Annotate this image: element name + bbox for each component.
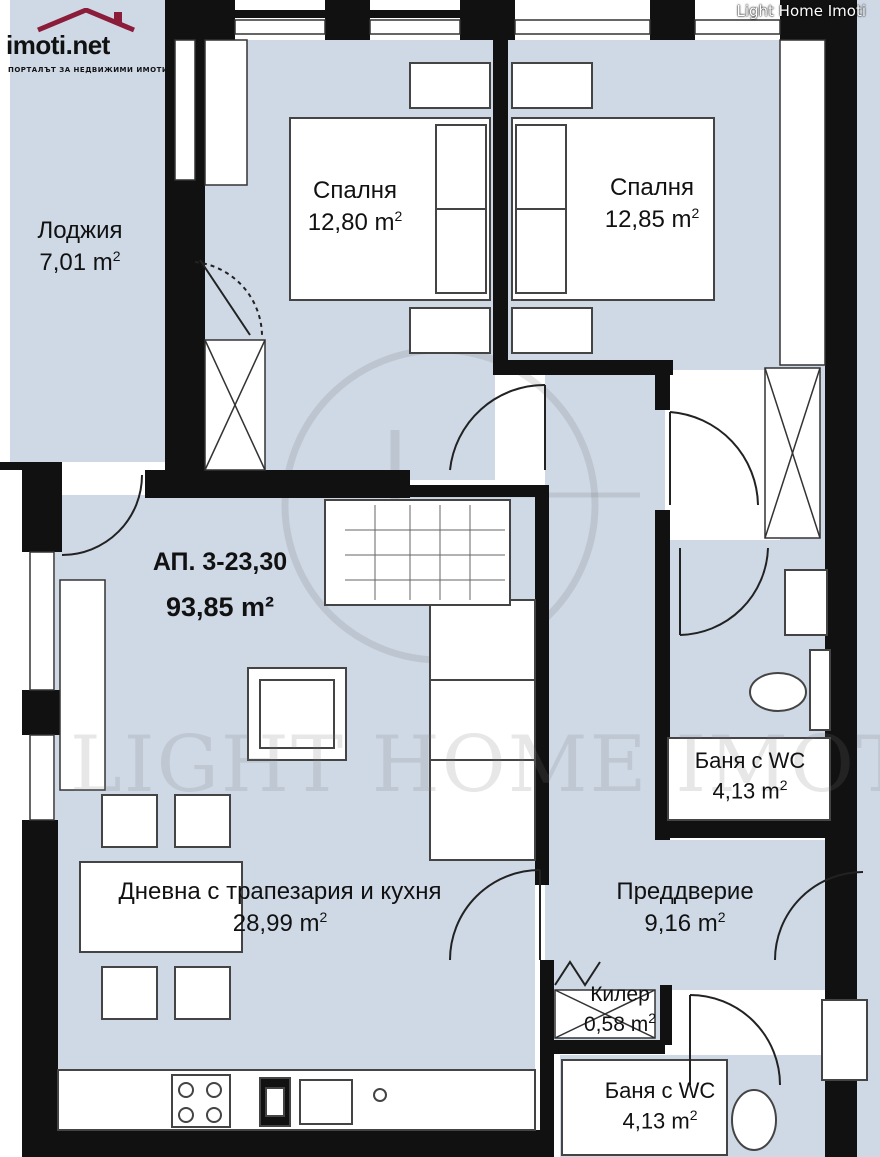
room-label-bedroom2: Спалня 12,85 m2 — [582, 172, 722, 237]
room-area: 12,80 m2 — [307, 208, 403, 237]
room-label-storage: Килер 0,58 m2 — [560, 980, 680, 1040]
room-label-bath1: Баня с WC 4,13 m2 — [670, 746, 830, 806]
room-label-bedroom1: Спалня 12,80 m2 — [285, 175, 425, 240]
bath2-sink — [821, 999, 868, 1081]
imoti-logo — [37, 8, 135, 33]
living-furniture — [57, 499, 536, 1131]
beds — [289, 62, 715, 354]
kitchen-counter — [57, 1069, 536, 1131]
floor-right-edge — [855, 0, 880, 1157]
bath-fixtures — [561, 569, 868, 1156]
room-area: 4,13 m2 — [712, 776, 788, 804]
wardrobes — [59, 39, 826, 1039]
sofa-back — [324, 499, 511, 606]
dining-table — [79, 861, 243, 953]
room-name: Баня с WC — [604, 1078, 716, 1103]
room-name: Килер — [590, 983, 650, 1006]
floor-loggia — [10, 0, 165, 462]
room-name: Преддверие — [616, 878, 754, 905]
site-tagline: ПОРТАЛЪТ ЗА НЕДВИЖИМИ ИМОТИ — [8, 66, 169, 74]
room-name: Спалня — [313, 177, 397, 204]
door-swings — [61, 259, 864, 1086]
room-name: Дневна с трапезария и кухня — [118, 878, 442, 905]
walls — [0, 0, 857, 1157]
room-label-living: Дневна с трапезария и кухня 28,99 m2 — [80, 876, 480, 941]
room-name: Лоджия — [37, 217, 123, 244]
apartment-name: АП. 3-23,30 — [152, 548, 288, 576]
room-label-loggia: Лоджия 7,01 m2 — [10, 215, 150, 280]
apartment-area: 93,85 m² — [165, 592, 275, 622]
bath1-sink — [784, 569, 828, 636]
bath1-toilet — [749, 672, 807, 712]
site-name: imoti.net — [6, 30, 110, 60]
wardrobe-bedroom2 — [779, 39, 826, 366]
room-area: 0,58 m2 — [584, 1010, 656, 1037]
windows — [29, 19, 781, 821]
bath2-toilet — [731, 1089, 777, 1151]
sofa — [429, 599, 536, 861]
room-name: Спалня — [610, 174, 694, 201]
wardrobe-living — [59, 579, 106, 791]
room-label-hall: Преддверие 9,16 m2 — [605, 876, 765, 941]
room-area: 9,16 m2 — [644, 909, 726, 938]
room-area: 28,99 m2 — [232, 909, 328, 938]
room-area: 7,01 m2 — [39, 248, 121, 277]
wardrobe-bedroom1 — [204, 39, 248, 186]
watermark-text: LIGHT HOME IMOTI — [70, 720, 880, 810]
agency-name: Light Home Imoti — [736, 2, 866, 20]
kitchen-sink — [299, 1079, 353, 1125]
room-label-bath2: Баня с WC 4,13 m2 — [580, 1076, 740, 1136]
room-name: Баня с WC — [694, 748, 806, 773]
room-area: 4,13 m2 — [622, 1106, 698, 1134]
room-area: 12,85 m2 — [604, 205, 700, 234]
floor-hall-lower — [545, 840, 880, 990]
